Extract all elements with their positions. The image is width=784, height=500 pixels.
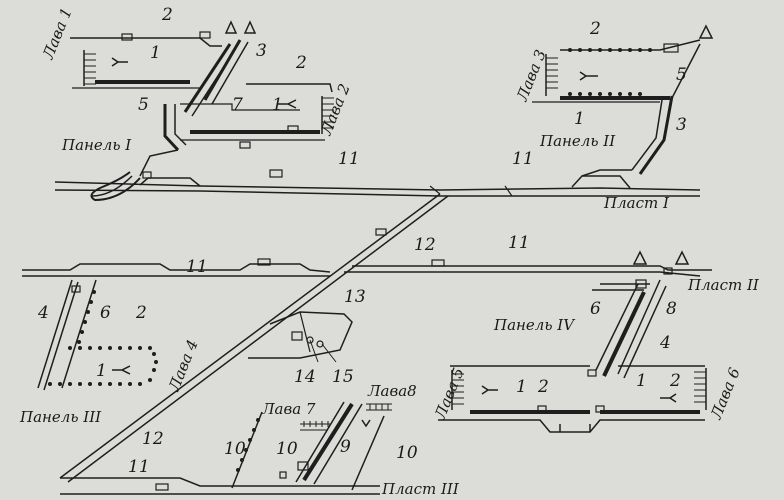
callout-13: 13 — [344, 287, 366, 307]
panel-1-workings — [70, 20, 334, 179]
callout-10: 10 — [396, 443, 418, 463]
lava-7-face — [300, 421, 330, 431]
callout-3: 3 — [676, 115, 687, 135]
lava-6-face — [694, 368, 707, 410]
panel-2-top-bolts — [568, 48, 652, 52]
inclined-drift-12 — [59, 193, 449, 483]
plast-2-haulage-drift — [22, 250, 712, 277]
plast-2-label: Пласт II — [687, 276, 760, 294]
callout-4: 4 — [37, 303, 49, 323]
callout-7: 7 — [232, 95, 243, 115]
lava-5-face — [451, 370, 464, 410]
lava-6-label: Лава 6 — [707, 365, 744, 423]
callout-2: 2 — [135, 303, 147, 323]
lava-8-label: Лава8 — [367, 382, 417, 400]
callout-1: 1 — [150, 43, 161, 63]
plast-1-haulage-drift — [54, 171, 701, 202]
callout-8: 8 — [666, 299, 677, 319]
panel-3-workings — [37, 279, 158, 391]
callout-6: 6 — [100, 303, 111, 323]
callout-15: 15 — [332, 367, 354, 387]
callout-11: 11 — [508, 233, 530, 253]
panel-4-label: Панель IV — [493, 316, 576, 334]
lava-3-face — [545, 54, 558, 96]
callout-12: 12 — [142, 429, 164, 449]
lava-1-face — [83, 50, 96, 86]
callout-9: 9 — [340, 437, 351, 457]
callout-10: 10 — [276, 439, 298, 459]
callout-1: 1 — [516, 377, 527, 397]
text-labels: Лава 1 Лава 2 Лава 3 Лава 4 Лава 5 Лава … — [19, 5, 760, 498]
callout-6: 6 — [590, 299, 601, 319]
callout-12: 12 — [414, 235, 436, 255]
callout-11: 11 — [128, 457, 150, 477]
lava-8-face — [366, 403, 392, 411]
plast-3-label: Пласт III — [381, 480, 460, 498]
callout-11: 11 — [512, 149, 534, 169]
panel-3-label: Панель III — [19, 408, 102, 426]
callout-5: 5 — [676, 65, 687, 85]
chamber-13 — [248, 311, 353, 363]
callout-2: 2 — [669, 371, 681, 391]
callout-14: 14 — [294, 367, 316, 387]
callout-10: 10 — [224, 439, 246, 459]
panel-4-workings — [438, 279, 707, 433]
callout-4: 4 — [659, 333, 671, 353]
lava-5-label: Лава 5 — [431, 365, 468, 422]
callout-1: 1 — [636, 371, 647, 391]
lava-2-face — [321, 96, 334, 134]
panel-1-label: Панель I — [61, 136, 132, 154]
callout-5: 5 — [138, 95, 149, 115]
callout-11: 11 — [186, 257, 208, 277]
plast-3-workings — [60, 401, 392, 495]
vent-triangle-1 — [224, 20, 257, 34]
callout-1: 1 — [272, 95, 283, 115]
callout-2: 2 — [161, 5, 173, 25]
callout-1: 1 — [574, 109, 585, 129]
callout-3: 3 — [256, 41, 267, 61]
lava-7-label: Лава 7 — [261, 400, 316, 418]
panel-2-workings — [532, 24, 714, 177]
panel-3-bolts — [48, 290, 158, 386]
panel-2-label: Панель II — [539, 132, 616, 150]
callout-2: 2 — [589, 19, 601, 39]
callout-2: 2 — [295, 53, 307, 73]
callout-1: 1 — [96, 361, 107, 381]
plast-1-label: Пласт I — [603, 194, 670, 212]
callout-2: 2 — [537, 377, 549, 397]
callout-11: 11 — [338, 149, 360, 169]
lava-1-label: Лава 1 — [39, 5, 76, 62]
lava-3-label: Лава 3 — [513, 47, 550, 104]
